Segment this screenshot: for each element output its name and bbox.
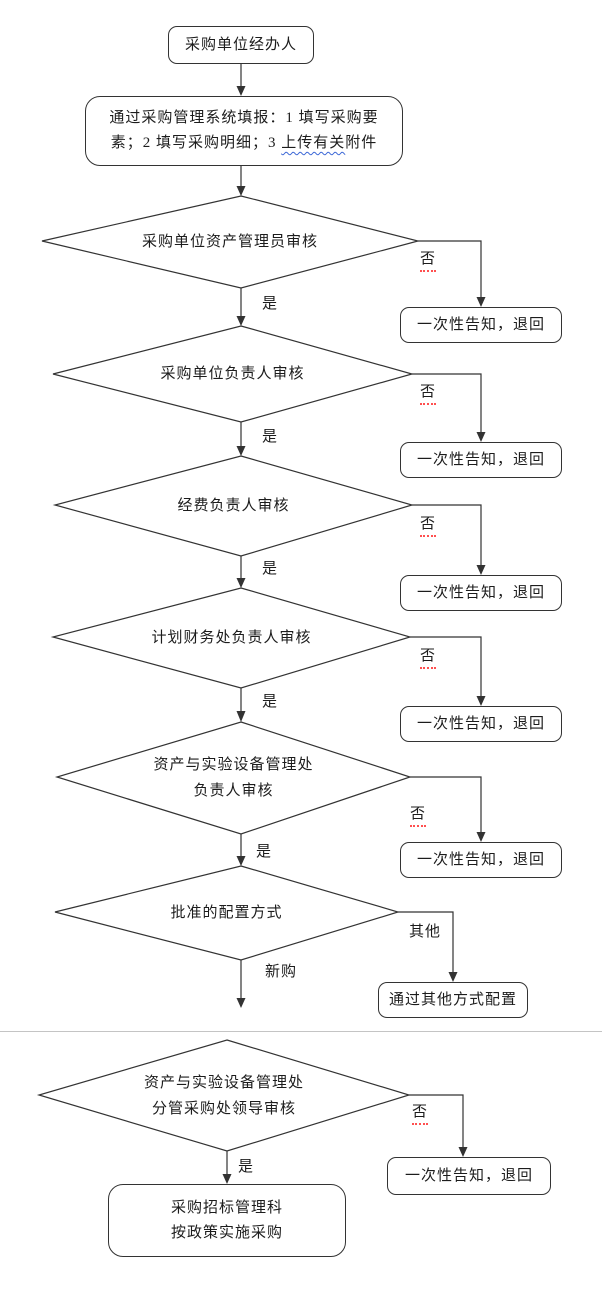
reject-notice-label: 一次性告知，退回	[416, 715, 545, 732]
arrowhead-yes-2	[236, 446, 246, 456]
other-method-box: 通过其他方式配置	[378, 982, 528, 1018]
reject-notice-box-6: 一次性告知，退回	[387, 1157, 551, 1195]
no-label-5: 否	[410, 805, 427, 827]
arrowhead-no-2	[476, 432, 486, 442]
arrowhead-new-purchase	[236, 998, 246, 1008]
start-node: 采购单位经办人	[168, 26, 314, 64]
arrowhead-no-3	[476, 565, 486, 575]
reject-notice-box-2: 一次性告知，退回	[400, 442, 562, 478]
arrowhead-other	[448, 972, 458, 982]
final-procurement-box: 采购招标管理科 按政策实施采购	[108, 1184, 346, 1257]
arrow-no-1	[418, 240, 482, 298]
diamond-asset-manager-review	[41, 195, 421, 289]
arrowhead-yes-5	[236, 856, 246, 866]
arrowhead-no-5	[476, 832, 486, 842]
other-method-label: 通过其他方式配置	[388, 991, 517, 1008]
no-label-1-text: 否	[420, 250, 437, 272]
reject-notice-box-5: 一次性告知，退回	[400, 842, 562, 878]
diamond-finance-office-review	[50, 587, 413, 689]
arrowhead-no-4	[476, 696, 486, 706]
no-label-3-text: 否	[420, 515, 437, 537]
reject-notice-box-4: 一次性告知，退回	[400, 706, 562, 742]
arrowhead-yes-1	[236, 316, 246, 326]
no-label-2: 否	[420, 383, 437, 405]
arrowhead-yes-3	[236, 578, 246, 588]
no-label-2-text: 否	[420, 383, 437, 405]
fill-form-line2: 素；2 填写采购明细；3 上传有关附件	[111, 131, 378, 156]
arrowhead-no-7	[458, 1147, 468, 1157]
arrow-no-2	[412, 373, 482, 433]
yes-label-2: 是	[262, 429, 279, 445]
start-node-label: 采购单位经办人	[184, 36, 297, 53]
diamond-equipment-office-review	[54, 721, 412, 835]
arrowhead-no-1	[476, 297, 486, 307]
arrow-other	[398, 911, 454, 973]
reject-notice-label: 一次性告知，退回	[404, 1167, 533, 1184]
other-label: 其他	[409, 924, 442, 940]
fill-form-line2-post: 附件	[345, 135, 378, 151]
no-label-3: 否	[420, 515, 437, 537]
yes-label-3: 是	[262, 561, 279, 577]
new-purchase-label: 新购	[265, 964, 298, 980]
arrow-no-7	[409, 1094, 464, 1148]
no-label-7: 否	[412, 1103, 429, 1125]
reject-notice-box-1: 一次性告知，退回	[400, 307, 562, 343]
reject-notice-label: 一次性告知，退回	[416, 451, 545, 468]
fill-form-node: 通过采购管理系统填报：1 填写采购要 素；2 填写采购明细；3 上传有关附件	[85, 96, 403, 166]
arrowhead-start-to-form	[236, 86, 246, 96]
diamond-funds-head-review	[52, 455, 415, 557]
final-procurement-line1: 采购招标管理科	[170, 1199, 283, 1216]
arrow-no-4	[410, 636, 482, 697]
no-label-7-text: 否	[412, 1103, 429, 1125]
final-procurement-line2: 按政策实施采购	[170, 1224, 283, 1241]
arrow-no-5	[410, 776, 482, 833]
no-label-5-text: 否	[410, 805, 427, 827]
arrowhead-yes-7	[222, 1174, 232, 1184]
yes-label-5: 是	[256, 844, 273, 860]
reject-notice-label: 一次性告知，退回	[416, 584, 545, 601]
reject-notice-label: 一次性告知，退回	[416, 851, 545, 868]
diamond-procurement-leader-review	[36, 1039, 412, 1152]
yes-label-1: 是	[262, 296, 279, 312]
arrowhead-yes-4	[236, 711, 246, 722]
arrow-no-3	[412, 504, 482, 566]
reject-notice-label: 一次性告知，退回	[416, 316, 545, 333]
reject-notice-box-3: 一次性告知，退回	[400, 575, 562, 611]
yes-label-4: 是	[262, 694, 279, 710]
yes-label-7: 是	[238, 1159, 255, 1175]
fill-form-line1: 通过采购管理系统填报：1 填写采购要	[109, 110, 379, 126]
fill-form-line2-pre: 素；2 填写采购明细；3	[110, 135, 282, 151]
no-label-4-text: 否	[420, 647, 437, 669]
arrowhead-form-to-d1	[236, 186, 246, 196]
fill-form-line2-spellcheck: 上传有关	[281, 135, 346, 151]
no-label-4: 否	[420, 647, 437, 669]
page-separator	[0, 1031, 602, 1032]
diamond-configuration-method	[54, 865, 401, 961]
diamond-unit-head-review	[52, 325, 415, 423]
no-label-1: 否	[420, 250, 437, 272]
